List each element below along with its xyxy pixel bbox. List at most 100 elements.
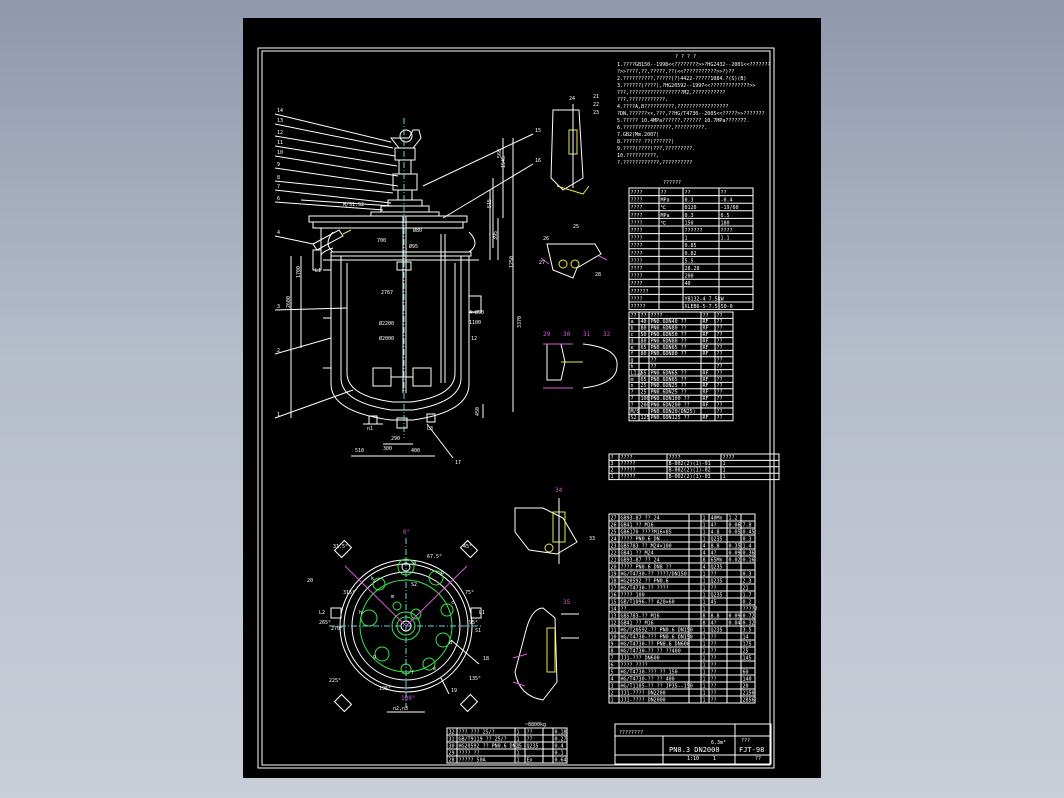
- nozzle-table-cell: 80: [641, 351, 647, 357]
- bill-of-materials-cell: GB93-87 ?? 24: [621, 557, 660, 563]
- spec-table-cell: ????: [631, 205, 643, 211]
- dim-1545: 1545: [501, 156, 507, 168]
- bill-of-materials-cell: 1: [703, 606, 706, 612]
- nozzle-table-cell: 80: [641, 326, 647, 332]
- bill-of-materials-cell: 1: [703, 627, 706, 633]
- nozzle-table-cell: 80: [641, 338, 647, 344]
- spec-table-cell: 1.1: [721, 236, 730, 242]
- dim-300: 300: [383, 446, 392, 452]
- note-line-5: ???,??????????????????M2,???????????: [617, 90, 725, 96]
- bill-of-materials-cell: 24: [611, 536, 617, 542]
- nozzle-table-cell: ??: [717, 390, 723, 396]
- plan-label-20: 20: [307, 578, 313, 584]
- bill-of-materials-cell: 0.35: [729, 543, 741, 549]
- nozzle-table-border: [628, 311, 734, 422]
- bill-of-materials-cell: 21: [611, 557, 617, 563]
- dim-290: 290: [391, 436, 400, 442]
- bill-of-materials-border: [608, 513, 756, 704]
- spec-table-cell: ????: [631, 198, 643, 204]
- nozzle-table-cell: PN0.6DN25 ??: [651, 390, 687, 396]
- plan-label-h: h: [359, 610, 362, 616]
- bill-of-materials-cell: 4: [703, 543, 706, 549]
- note-line-8: ?DN,??????××,???,??HG/T4730--2005<<?????…: [617, 111, 765, 117]
- bill-of-materials-cell: Q235: [711, 564, 723, 570]
- note-line-12: 8.?????? ??(??????): [617, 139, 674, 145]
- bill-of-materials-cell: 8.8: [711, 613, 720, 619]
- small-parts-table-header-cell: ?: [611, 455, 614, 461]
- nozzle-table-cell: ??: [717, 402, 723, 408]
- spec-table-cell: 0.82: [685, 251, 697, 257]
- nozzle-table-cell: 25: [641, 390, 647, 396]
- title-block-parts-cell: 1: [517, 750, 520, 756]
- callout-17: 17: [455, 460, 461, 466]
- bill-of-materials-cell: ??: [711, 690, 717, 696]
- bill-of-materials-cell: 1: [703, 578, 706, 584]
- note-line-9: 5.????? 10.4MPa??????,?????? 10.7MPa????…: [617, 118, 749, 124]
- bill-of-materials-cell: ??: [711, 697, 717, 703]
- spec-table-cell: ????: [631, 281, 643, 287]
- bill-of-materials-cell: 8: [703, 613, 706, 619]
- nozzle-table-cell: ??: [717, 351, 723, 357]
- spec-table-header-cell: ??: [661, 190, 667, 196]
- dim-1700: 1700: [296, 266, 302, 278]
- dim-395: 395: [493, 231, 499, 240]
- nozzle-table-header-cell: ??: [717, 313, 723, 319]
- callout-3: 3: [277, 304, 280, 310]
- angle-0: 0°: [403, 529, 410, 536]
- callout-1: 1: [277, 412, 280, 418]
- nozzle-table-cell: 65: [641, 377, 647, 383]
- spec-table-cell: ?????: [631, 304, 646, 310]
- bill-of-materials-cell: 18: [611, 578, 617, 584]
- spec-table-header-cell: ??: [685, 190, 691, 196]
- bill-of-materials-cell: 13: [611, 613, 617, 619]
- nozzle-table-cell: 65: [641, 345, 647, 351]
- plan-label-a: a: [413, 560, 416, 566]
- bill-of-materials-cell: 25: [743, 648, 749, 654]
- nozzle-table-cell: ??: [651, 364, 657, 370]
- nozzle-table-header-cell: ??: [703, 313, 709, 319]
- label-n1: n1: [367, 426, 373, 432]
- vessel-elevation: [274, 113, 534, 459]
- bill-of-materials-cell: ???? PN0.6 DN8 ??: [621, 564, 672, 570]
- detail-label-34: 34: [555, 487, 563, 494]
- nozzle-table-cell: RF: [703, 402, 709, 408]
- bill-of-materials-cell: GB5783 ?? M24×100: [621, 543, 672, 549]
- title-block-parts-cell: 0.4: [555, 743, 564, 749]
- callout-8: 8: [277, 175, 280, 181]
- plan-label-l1: L1: [479, 610, 485, 616]
- small-parts-table-header-cell: ????: [621, 455, 633, 461]
- small-parts-table-cell: 3: [611, 461, 614, 467]
- nozzle-table-cell: PN0.6DN65 ??: [651, 377, 687, 383]
- nozzle-table-cell: M/S: [631, 409, 640, 415]
- bill-of-materials-cell: 1.7: [743, 592, 752, 598]
- dim-700: 700: [377, 238, 386, 244]
- bill-of-materials-cell: 27: [611, 515, 617, 521]
- bill-of-materials-cell: 1: [703, 571, 706, 577]
- bill-of-materials-cell: 0.09: [729, 550, 741, 556]
- bill-of-materials-cell: 4?: [711, 550, 717, 556]
- note-line-1: 1.????GB150--1998<<????????>>?HG2432--20…: [617, 62, 771, 68]
- bill-of-materials-cell: 1: [611, 697, 614, 703]
- note-line-4: 3.??????(????),?HG20592--1997<<?????????…: [617, 83, 755, 89]
- bill-of-materials-cell: ??: [711, 641, 717, 647]
- plan-label-m: m: [391, 594, 394, 600]
- label-l1: L1: [315, 268, 321, 274]
- small-parts-table-cell: 1: [723, 468, 726, 474]
- spec-table-cell: YB132-4 7.5kW: [685, 296, 725, 302]
- dim-400: 400: [411, 448, 420, 454]
- angle-270: 270°: [331, 626, 343, 632]
- bill-of-materials-cell: Q235: [711, 592, 723, 598]
- callout-13: 13: [277, 118, 283, 124]
- elevation-callouts: 14 13 12 11 10 9 8 7 6 4 3 2 1 15 16 17 …: [277, 108, 541, 466]
- nozzle-table-cell: RF: [703, 319, 709, 325]
- bill-of-materials-cell: 14: [743, 634, 749, 640]
- bill-of-materials-cell: 17: [611, 585, 617, 591]
- nozzle-table-cell: PN0.6DN40 ??: [651, 319, 687, 325]
- nozzle-table-cell: PN0.6DN80 ??: [651, 351, 687, 357]
- bill-of-materials-cell: 8: [703, 557, 706, 563]
- bill-of-materials-cell: 1: [703, 522, 706, 528]
- bill-of-materials-cell: 11: [611, 627, 617, 633]
- bill-of-materials-cell: 20: [611, 564, 617, 570]
